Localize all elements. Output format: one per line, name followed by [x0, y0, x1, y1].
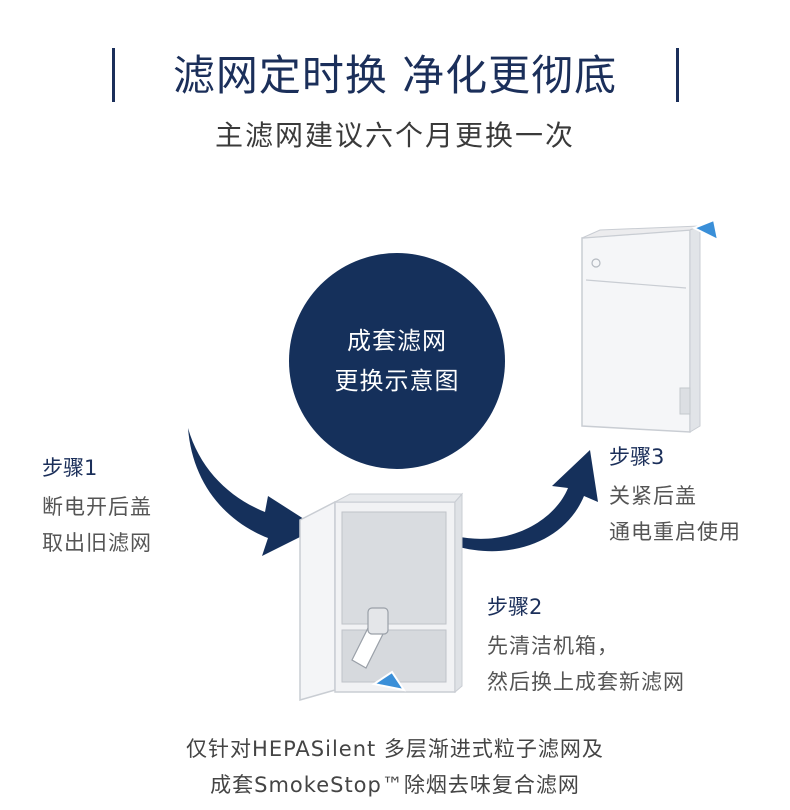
arrow-step2-to-step3 — [455, 450, 598, 552]
step1-line2: 取出旧滤网 — [42, 531, 152, 555]
footer-line1: 仅针对HEPASilent 多层渐进式粒子滤网及 — [186, 737, 604, 761]
title-right-bar — [676, 48, 679, 102]
page-subtitle: 主滤网建议六个月更换一次 — [214, 119, 575, 152]
purifier-closed-unit — [581, 225, 701, 433]
page-title: 滤网定时换 净化更彻底 — [172, 51, 618, 100]
step3-title: 步骤3 — [609, 445, 665, 469]
blue-marker-step2 — [371, 670, 407, 692]
center-badge: 成套滤网 更换示意图 — [289, 253, 505, 469]
purifier-open-unit — [299, 492, 464, 701]
step1-block: 步骤1 断电开后盖 取出旧滤网 — [42, 453, 152, 561]
footer-line2: 成套SmokeStop™除烟去味复合滤网 — [210, 773, 580, 797]
step2-title: 步骤2 — [487, 595, 543, 619]
center-badge-line2: 更换示意图 — [334, 367, 460, 395]
step1-title: 步骤1 — [42, 456, 98, 480]
arrow-step1-to-step2 — [188, 428, 318, 556]
step1-line1: 断电开后盖 — [42, 495, 152, 519]
step2-line1: 先清洁机箱， — [487, 634, 619, 658]
step2-line2: 然后换上成套新滤网 — [487, 670, 685, 694]
center-badge-line1: 成套滤网 — [347, 327, 447, 355]
title-left-bar — [112, 48, 115, 102]
step2-block: 步骤2 先清洁机箱， 然后换上成套新滤网 — [487, 592, 685, 700]
step3-block: 步骤3 关紧后盖 通电重启使用 — [609, 442, 741, 550]
step3-line1: 关紧后盖 — [609, 484, 697, 508]
blue-marker-step3 — [691, 218, 720, 242]
step3-line2: 通电重启使用 — [609, 520, 741, 544]
